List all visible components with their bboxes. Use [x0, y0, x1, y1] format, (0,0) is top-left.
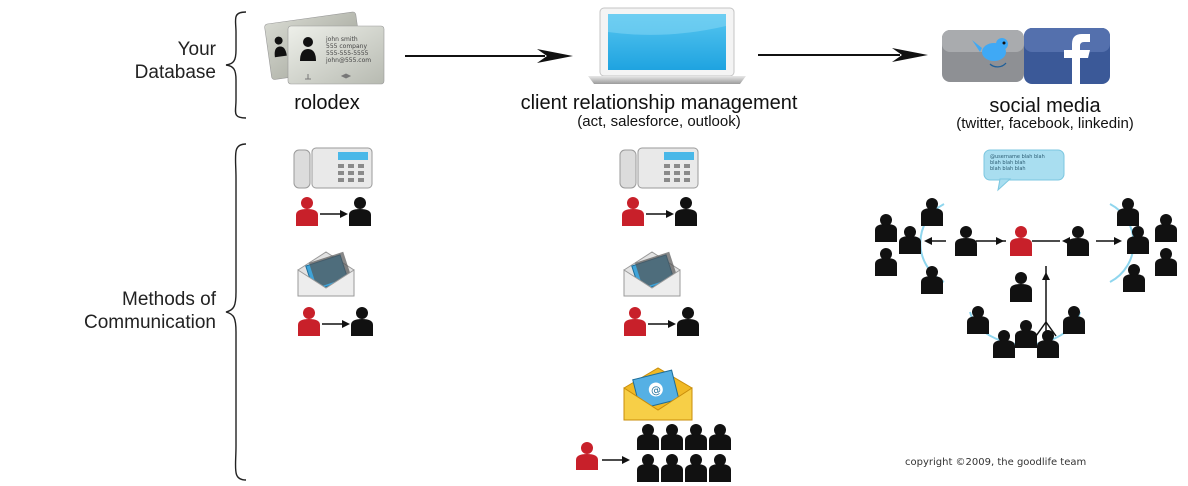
mass-mail-group — [576, 424, 731, 482]
envelope-icon — [297, 251, 355, 297]
telephone-icon — [293, 147, 373, 189]
flow-arrow-rolodex-to-crm — [405, 49, 573, 63]
twitter-icon — [942, 30, 1024, 82]
flow-arrow-crm-to-social — [758, 48, 928, 62]
column-title-social: social media — [989, 95, 1101, 117]
column-title-crm: client relationship management — [520, 92, 798, 114]
business-card-icon: john smith 555 company 555-555-5555 john… — [262, 8, 396, 92]
brace-database — [225, 11, 247, 119]
email-envelope-icon: @ — [623, 367, 693, 421]
column-subtitle-crm: (act, salesforce, outlook) — [577, 113, 741, 130]
row-label-database: Your Database — [134, 39, 216, 83]
social-network-diagram — [875, 198, 1177, 358]
laptop-icon — [588, 7, 746, 84]
copyright-text: copyright ©2009, the goodlife team — [905, 457, 1087, 468]
envelope-icon — [623, 251, 681, 297]
person-pair-phone-2 — [622, 197, 697, 226]
person-pair-mail-1 — [298, 307, 373, 336]
facebook-icon — [1024, 28, 1110, 84]
brace-methods — [225, 143, 247, 481]
speech-bubble: @username blah blah blah blah blah blah … — [982, 148, 1066, 192]
card-text: john smith 555 company 555-555-5555 john… — [326, 36, 372, 64]
person-pair-mail-2 — [624, 307, 699, 336]
row-label-methods: Methods of Communication — [84, 289, 216, 333]
svg-text:@: @ — [650, 384, 662, 397]
telephone-icon — [619, 147, 699, 189]
column-title-rolodex: rolodex — [294, 92, 360, 114]
person-pair-phone-1 — [296, 197, 371, 226]
column-subtitle-social: (twitter, facebook, linkedin) — [956, 115, 1134, 132]
